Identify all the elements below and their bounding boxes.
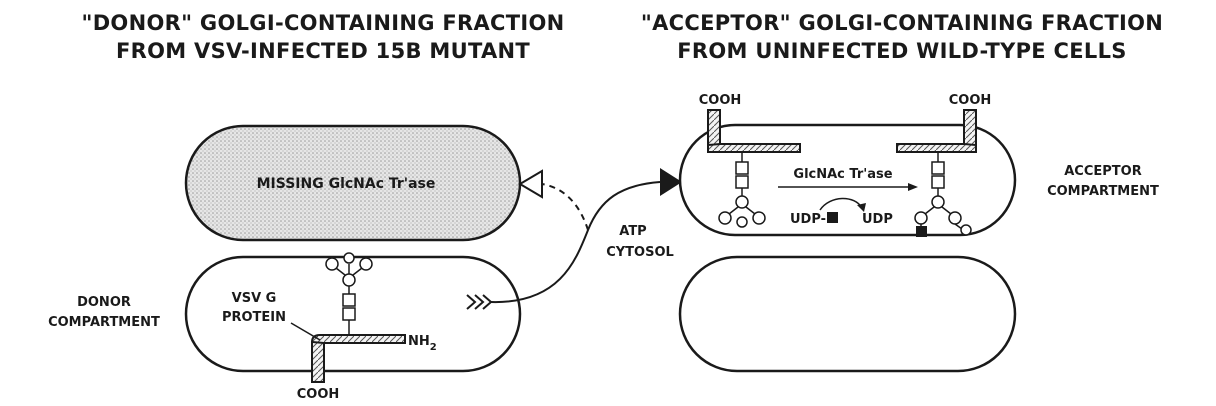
protein-label-2: PROTEIN	[222, 310, 286, 325]
udp-label: UDP	[862, 212, 893, 227]
open-arrowhead-icon	[518, 169, 543, 199]
mannose-circle-icon	[342, 273, 356, 287]
acceptor-compartment-label-2: COMPARTMENT	[1047, 184, 1159, 199]
donor-header-line-2: FROM VSV-INFECTED 15B MUTANT	[116, 39, 530, 63]
acceptor-header-line-2: FROM UNINFECTED WILD-TYPE CELLS	[677, 39, 1126, 63]
mannose-circle-icon	[931, 195, 945, 209]
dashed-arrow	[541, 183, 589, 231]
n-terminus-label: NH2	[408, 334, 437, 353]
atp-label: ATP	[619, 224, 646, 239]
protein-label-1: VSV G	[232, 291, 277, 306]
acceptor-cooh-right-label: COOH	[949, 93, 992, 108]
acceptor-header-line-1: "ACCEPTOR" GOLGI-CONTAINING FRACTION	[641, 11, 1163, 35]
added-glcnac-icon	[916, 226, 927, 237]
mannose-circle-icon	[325, 257, 339, 271]
donor-compartment-label-1: DONOR	[77, 295, 131, 310]
glcnac-square-icon	[735, 161, 749, 175]
mannose-circle-icon	[752, 211, 766, 225]
glcnac-square-icon	[342, 293, 356, 307]
mannose-circle-icon	[359, 257, 373, 271]
filled-arrowhead-icon	[660, 168, 682, 196]
donor-cooh-label: COOH	[297, 387, 340, 402]
mannose-circle-icon	[960, 224, 972, 236]
acceptor-compartment-label-1: ACCEPTOR	[1064, 164, 1141, 179]
glcnac-square-icon	[931, 161, 945, 175]
mannose-circle-icon	[736, 216, 748, 228]
donor-header-line-1: "DONOR" GOLGI-CONTAINING FRACTION	[81, 11, 564, 35]
glcnac-filled-square-icon	[827, 212, 838, 223]
n-terminus-text: NH	[408, 334, 430, 349]
vsv-g-protein	[290, 252, 406, 383]
missing-enzyme-label: MISSING GlcNAc Tr'ase	[257, 176, 436, 192]
glcnac-square-icon	[342, 307, 356, 321]
cofactor-arrowhead-icon	[857, 203, 866, 212]
acceptor-enzyme-label: GlcNAc Tr'ase	[793, 167, 892, 182]
mannose-circle-icon	[914, 211, 928, 225]
glcnac-square-icon	[735, 175, 749, 189]
acceptor-vsv-g-protein-left	[707, 109, 801, 228]
reaction-arrowhead-icon	[908, 183, 918, 191]
transfer-arrow	[490, 181, 661, 304]
acceptor-cooh-left-label: COOH	[699, 93, 742, 108]
udp-sugar-label: UDP-	[790, 212, 826, 227]
glcnac-square-icon	[931, 175, 945, 189]
acceptor-lower-compartment	[678, 255, 1017, 373]
donor-compartment-label-2: COMPARTMENT	[48, 315, 160, 330]
mannose-circle-icon	[735, 195, 749, 209]
mannose-circle-icon	[718, 211, 732, 225]
acceptor-vsv-g-protein-right	[896, 109, 977, 237]
mannose-circle-icon	[948, 211, 962, 225]
n-terminus-subscript: 2	[430, 342, 437, 353]
cytosol-label: CYTOSOL	[606, 245, 674, 260]
mannose-circle-icon	[343, 252, 355, 264]
